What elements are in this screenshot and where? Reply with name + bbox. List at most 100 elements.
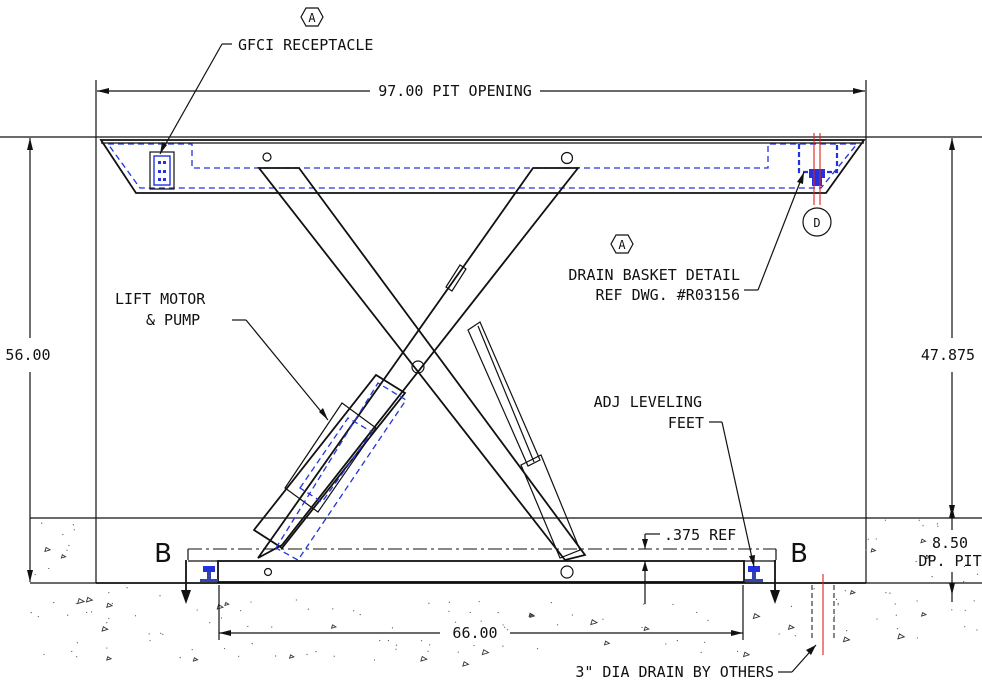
aggregate-speck [469,611,471,614]
aggregate-speck [837,604,839,606]
pit-opening-dimension: 97.00 PIT OPENING [378,82,532,100]
aggregate-speck [571,614,574,616]
concrete-aggregate [30,519,979,667]
dim-pit-depth [949,506,955,602]
aggregate-speck [108,592,110,594]
gfci-receptacle [149,151,175,190]
drain-basket-leader [744,171,805,291]
aggregate-speck [704,641,706,643]
aggregate-speck [30,612,32,614]
aggregate-speck [220,617,222,619]
aggregate-speck [665,643,667,645]
aggregate-speck [53,601,55,604]
aggregate-stone [643,626,650,632]
aggregate-speck [837,602,839,604]
aggregate-speck [448,601,450,603]
aggregate-speck [833,615,836,617]
aggregate-speck [160,632,162,634]
aggregate-speck [159,595,161,597]
aggregate-stone [44,546,52,553]
aggregate-speck [933,560,935,562]
aggregate-speck [106,622,108,624]
aggregate-speck [884,519,886,521]
aggregate-speck [67,614,69,616]
aggregate-speck [497,612,499,614]
detail-d-marker [802,207,832,237]
aggregate-speck [875,538,877,540]
dim-platform-height [949,138,955,517]
aggregate-stone [420,655,428,662]
overall-height-dimension: 56.00 [5,346,50,364]
aggregate-stone [216,603,225,610]
aggregate-speck [191,649,193,651]
platform-height-dimension: 47.875 [921,346,975,364]
lift-motor-leader [232,319,329,421]
lift-motor-label-line1: LIFT MOTOR [115,290,206,308]
aggregate-speck [427,650,429,652]
lift-motor-pump [252,373,407,561]
aggregate-speck [68,544,70,547]
aggregate-speck [876,618,878,620]
aggregate-speck [865,549,867,551]
aggregate-speck [76,656,78,658]
aggregate-speck [420,640,423,642]
aggregate-speck [973,600,975,602]
aggregate-stone [288,654,295,659]
aggregate-stone [924,554,932,560]
aggregate-speck [41,522,43,524]
aggregate-speck [72,524,74,526]
aggregate-speck [239,610,242,612]
gfci-label: GFCI RECEPTACLE [238,36,373,54]
drain-basket-label-line1: DRAIN BASKET DETAIL [568,266,740,284]
aggregate-speck [536,648,539,650]
aggregate-speck [502,624,504,626]
aggregate-speck [43,653,45,656]
aggregate-stone [752,613,761,620]
aggregate-speck [428,602,430,604]
aggregate-speck [976,573,979,575]
aggregate-speck [454,621,457,623]
aggregate-speck [924,613,926,616]
aggregate-speck [90,611,93,613]
aggregate-speck [550,601,552,604]
aggregate-stone [481,649,490,656]
pit-depth-value: 8.50 [932,534,968,552]
aggregate-speck [506,629,509,631]
aggregate-speck [275,655,277,657]
aggregate-speck [672,603,674,605]
aggregate-stone [920,611,928,617]
aggregate-speck [196,609,198,611]
aggregate-speck [306,653,308,656]
aggregate-speck [134,615,137,617]
aggregate-speck [963,581,965,583]
pit-depth-label: DP. PIT [918,552,981,570]
aggregate-speck [473,644,475,647]
aggregate-speck [126,587,128,589]
aggregate-stone [85,596,94,603]
aggregate-speck [918,519,920,521]
aggregate-speck [867,538,869,540]
aggregate-stone [76,597,86,605]
gfci-leader [159,43,232,155]
hydraulic-cylinder [467,321,581,559]
aggregate-speck [643,603,645,605]
aggregate-speck [48,567,50,570]
aggregate-speck [75,602,77,605]
aggregate-speck [71,650,73,653]
aggregate-speck [307,608,310,610]
aggregate-speck [964,609,966,611]
aggregate-speck [915,560,917,563]
lift-motor-label-line2: & PUMP [146,311,200,329]
adj-feet-leader [709,421,755,568]
aggregate-speck [480,620,482,622]
aggregate-speck [502,645,504,647]
aggregate-speck [359,614,361,616]
aggregate-stone [870,548,877,553]
aggregate-speck [76,642,78,644]
detail-a-mid-marker [610,234,634,254]
aggregate-speck [916,600,918,602]
aggregate-stone [106,602,114,608]
aggregate-speck [247,625,249,628]
floor-drain [811,574,835,655]
aggregate-speck [951,609,953,611]
